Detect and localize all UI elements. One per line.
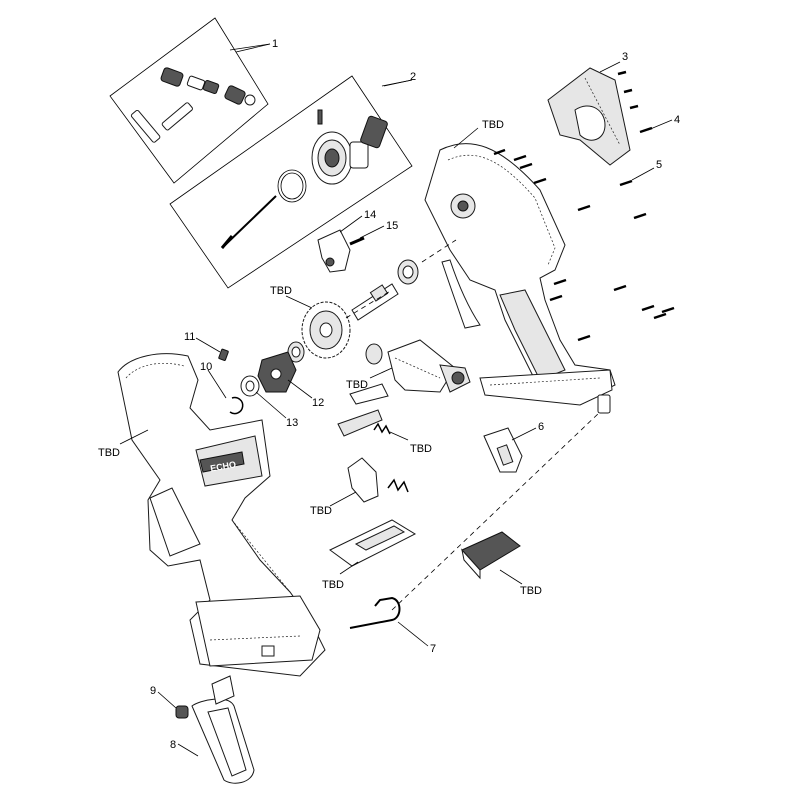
callout-1: 1 [272, 38, 278, 50]
callout-13: 13 [286, 417, 298, 429]
set-screw [218, 348, 229, 361]
callout-3: 3 [622, 51, 628, 63]
trigger [347, 457, 409, 503]
callout-8: 8 [170, 739, 176, 751]
terminal-block [461, 531, 521, 580]
fan [257, 351, 297, 393]
callout-14: 14 [364, 209, 376, 221]
switch-and-spring [337, 383, 391, 437]
kit-box-1 [109, 17, 271, 184]
callout-2: 2 [410, 71, 416, 83]
leader-lines [119, 43, 673, 757]
clutch-kit-parts [220, 109, 388, 249]
housing-screws [493, 70, 675, 342]
callout-15: 15 [386, 220, 398, 232]
bracket-assembly [317, 229, 365, 273]
washer [240, 375, 260, 397]
tbd-label-gear: TBD [270, 285, 292, 297]
tbd-label-trigger: TBD [310, 505, 332, 517]
housing-logo: ECHO [209, 459, 236, 473]
belt-clip [191, 675, 255, 784]
callout-9: 9 [150, 685, 156, 697]
kit-box-2 [169, 75, 413, 289]
switch-module [483, 427, 523, 473]
callout-11: 11 [184, 331, 195, 343]
clip-screw [175, 705, 189, 719]
tbd-label-battery-plate: TBD [322, 579, 344, 591]
tbd-label-motor: TBD [346, 379, 368, 391]
callout-4: 4 [674, 114, 680, 126]
tbd-label-switch-spring: TBD [410, 443, 432, 455]
callout-10: 10 [200, 361, 212, 373]
tbd-label-housing-left: TBD [98, 447, 120, 459]
small-bearing [287, 341, 305, 363]
callout-5: 5 [656, 159, 662, 171]
tbd-label-terminal: TBD [520, 585, 542, 597]
right-housing-half [424, 143, 616, 414]
callout-6: 6 [538, 421, 544, 433]
wire [349, 411, 601, 629]
left-housing-half: ECHO [117, 353, 326, 677]
callout-numbers: 1 2 3 4 5 6 7 8 9 10 11 12 13 14 15 [150, 38, 680, 751]
tbd-labels: TBD TBD TBD TBD TBD TBD TBD TBD [98, 119, 542, 597]
motor [365, 339, 471, 393]
retaining-clip [229, 396, 244, 415]
chuck-kit-parts [130, 67, 256, 143]
callout-7: 7 [430, 643, 436, 655]
nose-cover [547, 67, 631, 166]
battery-plate [329, 519, 417, 567]
spindle-assembly [351, 259, 419, 321]
gear [301, 301, 351, 359]
callout-12: 12 [312, 397, 324, 409]
tbd-label-housing-right: TBD [482, 119, 504, 131]
